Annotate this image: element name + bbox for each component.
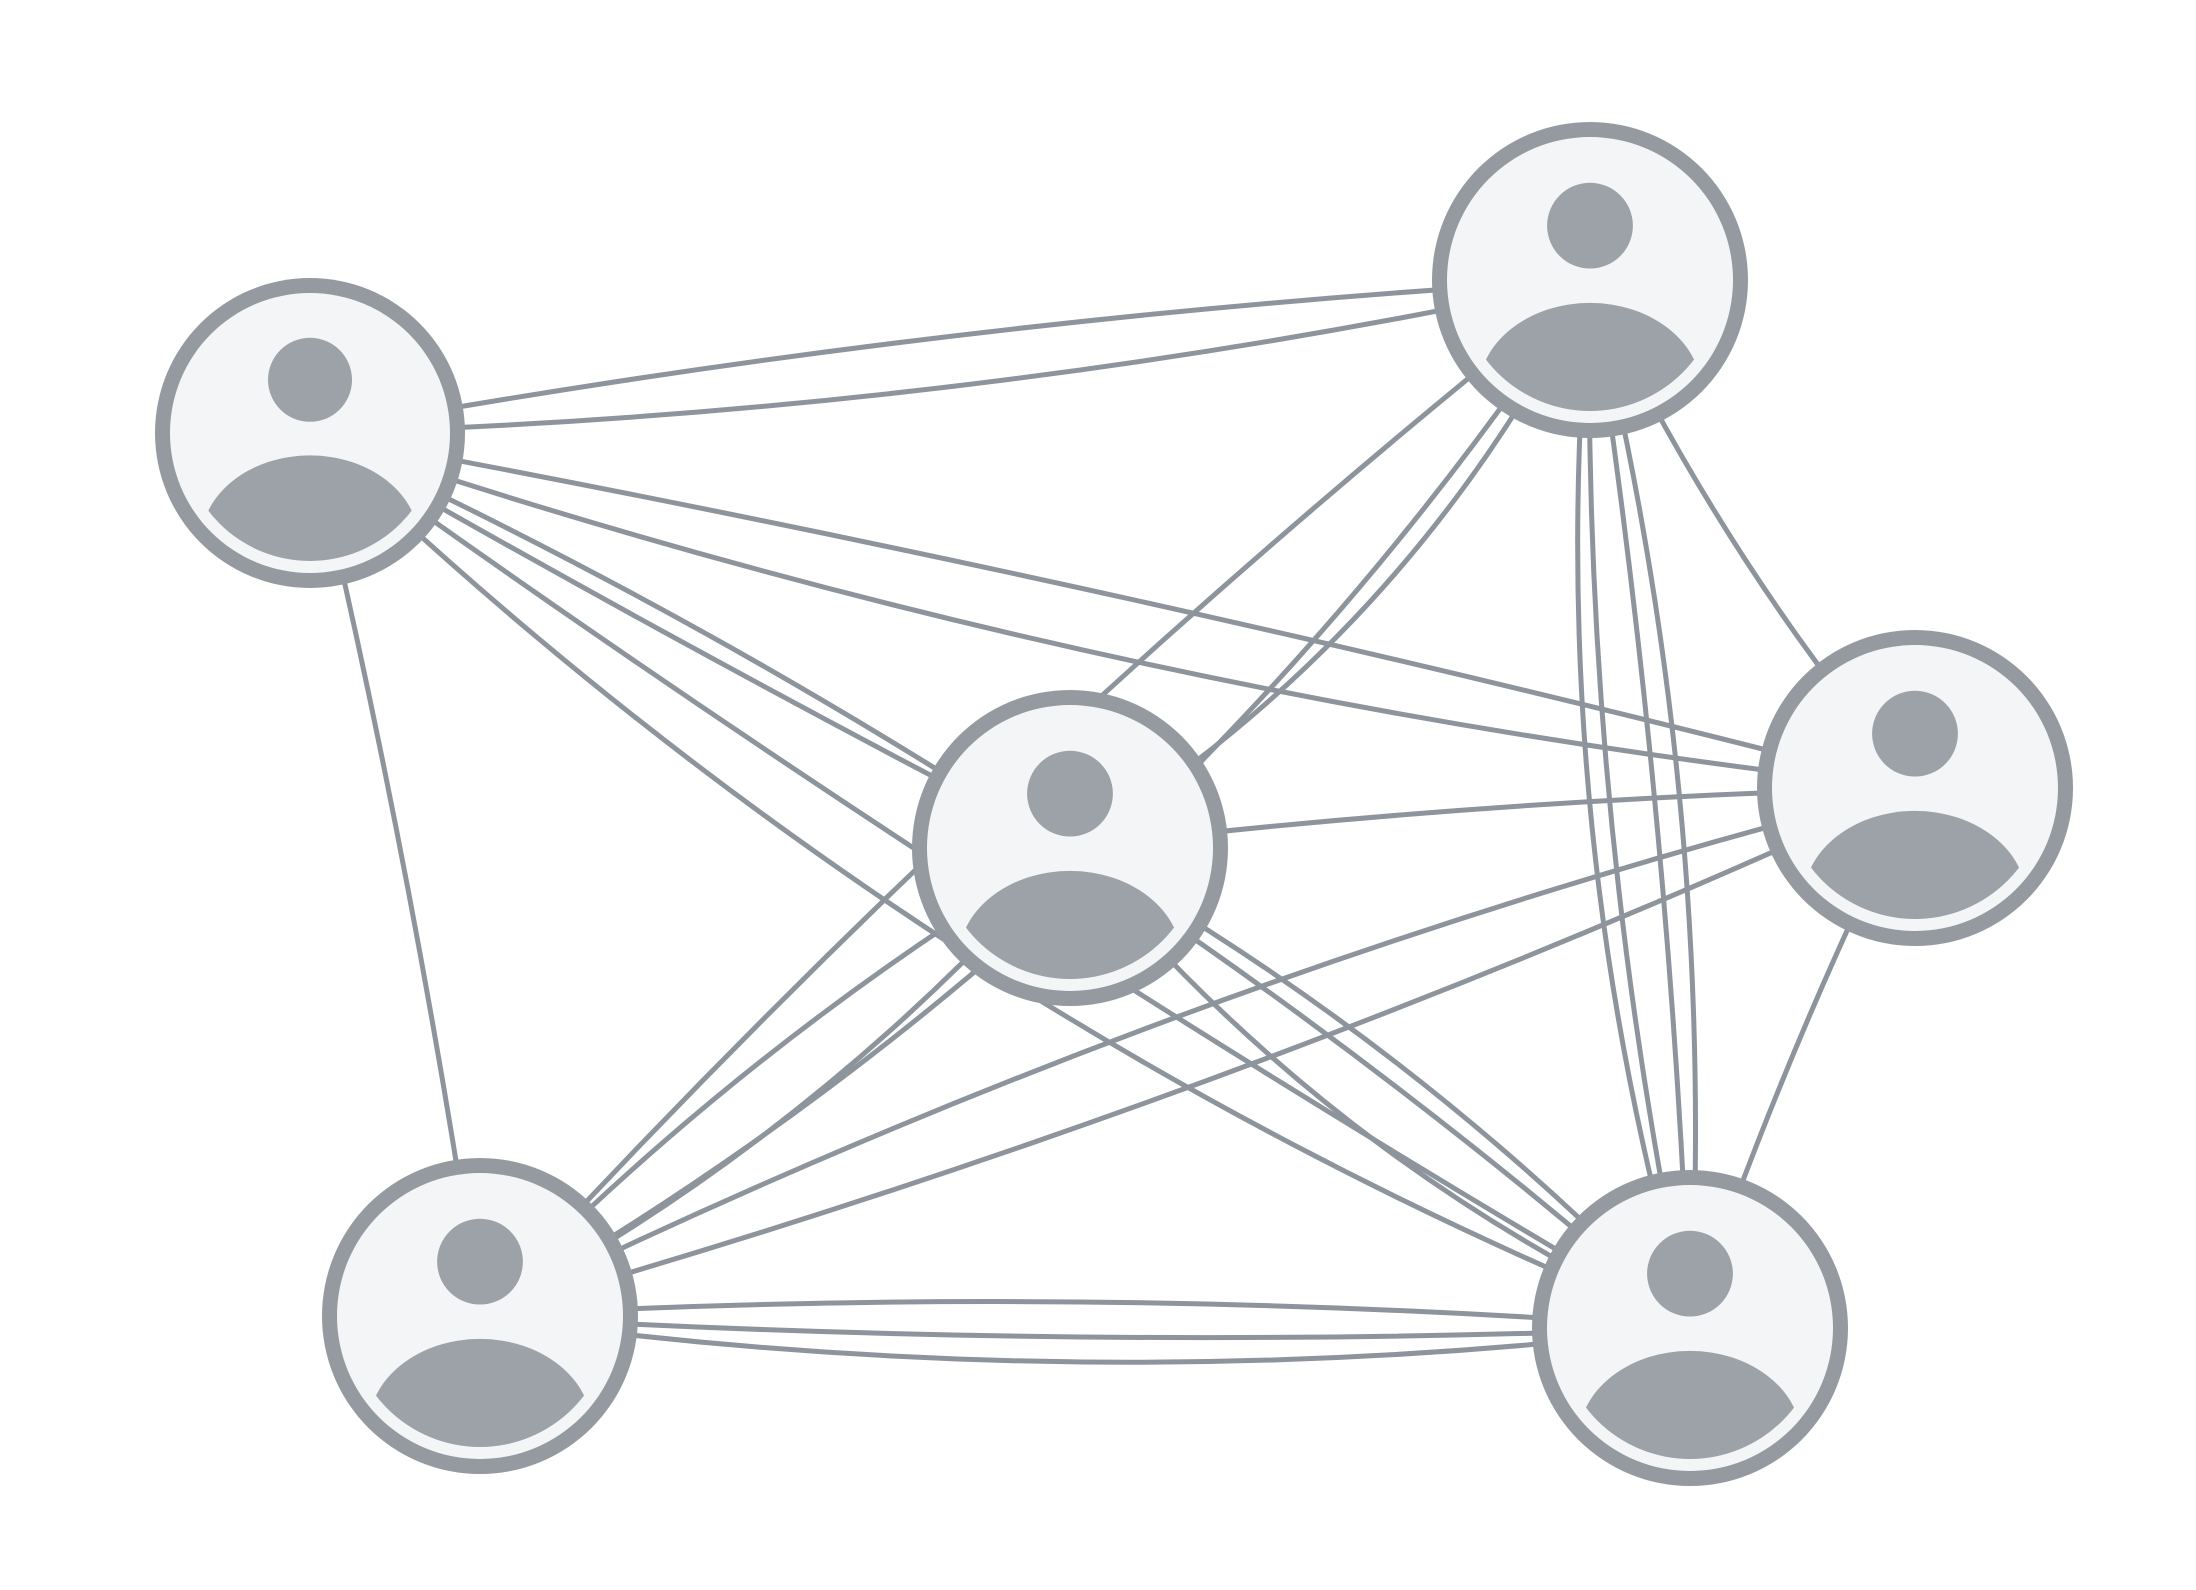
user-node-bottom-left <box>322 1158 638 1474</box>
avatar-body <box>1578 1350 1802 1459</box>
avatar-body <box>368 1338 592 1447</box>
avatar-head <box>268 337 352 422</box>
connection-line-top-left-top-right <box>307 277 1593 436</box>
user-node-right <box>1757 630 2073 946</box>
user-avatar-icon <box>1478 182 1702 411</box>
user-avatar-icon <box>368 1218 592 1447</box>
connection-line-right-bottom-left <box>477 785 1918 1319</box>
user-node-top-right <box>1432 122 1748 438</box>
avatar-head <box>437 1218 523 1305</box>
avatar-body <box>1803 810 2027 919</box>
user-avatar-icon <box>200 337 420 561</box>
user-node-bottom-right <box>1532 1170 1848 1486</box>
user-avatar-icon <box>958 750 1182 979</box>
user-avatar-icon <box>1578 1230 1802 1459</box>
user-node-top-left <box>155 278 465 588</box>
user-nodes <box>155 122 2073 1486</box>
connection-line-right-bottom-left <box>477 785 1918 1319</box>
avatar-head <box>1547 182 1633 269</box>
connection-line-bottom-left-bottom-right <box>477 1313 1693 1365</box>
connection-line-bottom-left-bottom-right <box>477 1313 1693 1341</box>
connection-line-top-left-right <box>307 430 1918 791</box>
connection-line-top-left-right <box>307 430 1918 791</box>
avatar-body <box>958 870 1182 979</box>
avatar-head <box>1872 690 1958 777</box>
avatar-body <box>200 455 420 561</box>
avatar-head <box>1027 750 1113 837</box>
user-node-center <box>912 690 1228 1006</box>
avatar-body <box>1478 302 1702 411</box>
connection-line-bottom-left-bottom-right <box>477 1299 1693 1331</box>
connection-line-top-left-top-right <box>307 277 1593 436</box>
user-avatar-icon <box>1803 690 2027 919</box>
avatar-head <box>1647 1230 1733 1317</box>
